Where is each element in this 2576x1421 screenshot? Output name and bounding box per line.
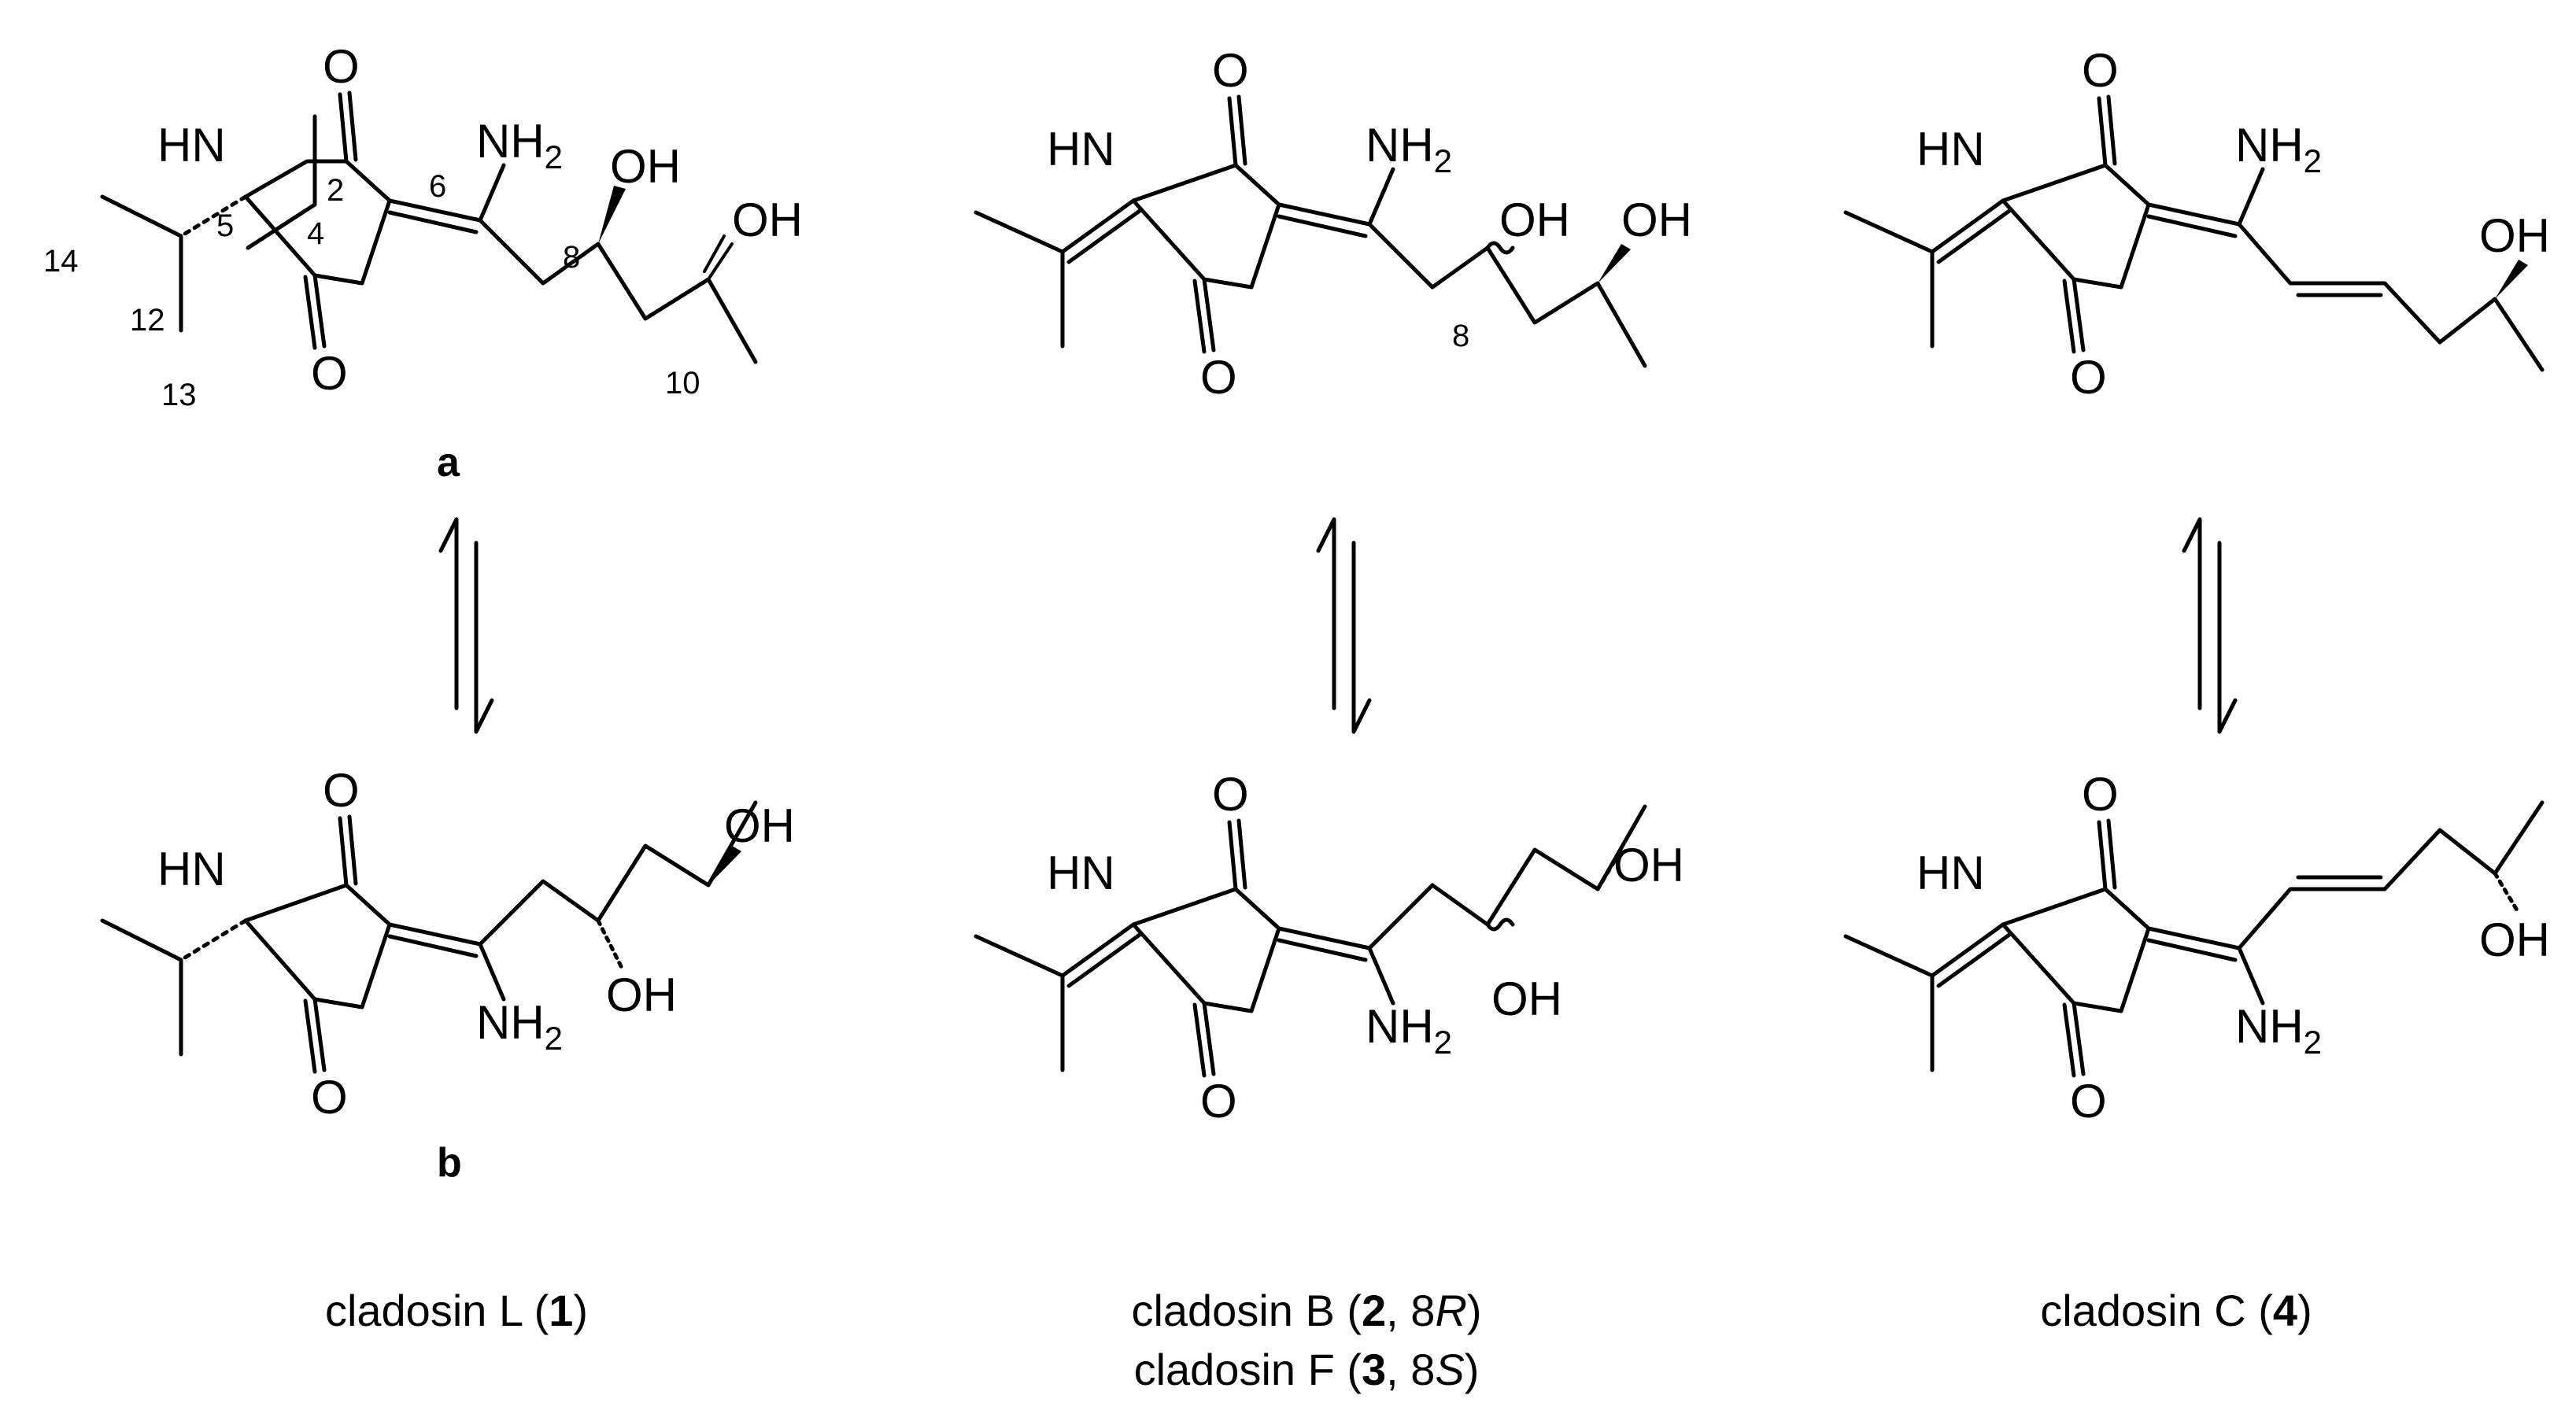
atom-nh2-2b: NH2: [1366, 1000, 1452, 1061]
num-4: 4: [307, 216, 324, 251]
structure-1b: HN O O NH2 OH OH b: [100, 764, 795, 1186]
atom-oh-c10-2a: OH: [1621, 194, 1692, 246]
caption-cladosin-c: cladosin C (4): [2040, 1286, 2312, 1335]
num-13: 13: [161, 378, 197, 412]
structure-4b: HN O O NH2 OH: [1843, 768, 2550, 1128]
num-6: 6: [429, 169, 446, 204]
atom-oh-c10-4b: OH: [2479, 914, 2550, 966]
atom-nh2-1a: NH2: [476, 115, 563, 175]
atom-hn-2b: HN: [1047, 847, 1115, 899]
state-label-b: b: [437, 1140, 462, 1186]
num-8: 8: [563, 240, 580, 275]
atom-oh-c10-4a: OH: [2479, 209, 2550, 262]
structure-4a: HN O O NH2 OH: [1843, 44, 2550, 404]
structure-1a: HN O O NH2 OH OH 14 12 13 5 2 4 6 8 10 a: [43, 40, 803, 485]
caption-cladosin-l: cladosin L (1): [325, 1286, 588, 1335]
atom-oh-c10-2b: OH: [1613, 839, 1684, 891]
caption-cladosin-f: cladosin F (3, 8S): [1134, 1345, 1480, 1394]
atom-o-c2-2a: O: [1212, 44, 1249, 97]
state-label-a: a: [437, 440, 460, 485]
captions: cladosin L (1) cladosin B (2, 8R) clados…: [325, 1286, 2312, 1394]
atom-nh2-2a: NH2: [1366, 119, 1452, 179]
atom-o-c2-4a: O: [2082, 44, 2119, 97]
num-10: 10: [665, 366, 700, 400]
atom-hn-2a: HN: [1047, 123, 1115, 175]
num-5: 5: [216, 209, 234, 243]
atom-hn-1b: HN: [157, 843, 226, 895]
atom-o-c2-1a: O: [323, 40, 360, 93]
structure-2-3b: HN O O NH2 OH OH: [974, 768, 1684, 1128]
atom-o-c2-1b: O: [323, 764, 360, 817]
atom-hn-4b: HN: [1916, 847, 1985, 899]
atom-o-c4-2a: O: [1200, 351, 1237, 404]
atom-o-c4-1a: O: [311, 347, 348, 400]
atom-oh-c8-1a: OH: [610, 140, 681, 193]
atom-o-c4-4b: O: [2070, 1075, 2107, 1128]
equilibrium-arrow-2: [1316, 517, 1372, 734]
num-2: 2: [327, 173, 344, 208]
atom-oh-c10-1b: OH: [724, 799, 795, 852]
atom-oh-c10-1a: OH: [732, 194, 803, 246]
structure-2-3a: HN O O NH2 OH OH 8: [974, 44, 1692, 404]
atom-o-c4-4a: O: [2070, 351, 2107, 404]
atom-hn-4a: HN: [1916, 123, 1985, 175]
equilibrium-arrows-icon: [438, 517, 2238, 734]
atom-nh2-1b: NH2: [476, 996, 563, 1057]
equilibrium-arrow-3: [2182, 517, 2238, 734]
caption-cladosin-b: cladosin B (2, 8R): [1131, 1286, 1481, 1335]
num-12: 12: [130, 303, 165, 338]
atom-nh2-4b: NH2: [2235, 1000, 2322, 1061]
atom-o-c4-2b: O: [1200, 1075, 1237, 1128]
atom-o-c4-1b: O: [311, 1071, 348, 1124]
atom-nh2-4a: NH2: [2235, 119, 2322, 179]
atom-oh-c8-1b: OH: [606, 969, 677, 1021]
atom-o-c2-4b: O: [2082, 768, 2119, 821]
atom-hn-1a: HN: [157, 119, 226, 172]
atom-oh-c8-2b: OH: [1491, 973, 1562, 1025]
num-8-2a: 8: [1452, 319, 1469, 353]
atom-oh-c8-2a: OH: [1499, 194, 1570, 246]
equilibrium-arrow-1: [438, 517, 494, 734]
atom-o-c2-2b: O: [1212, 768, 1249, 821]
num-14: 14: [43, 244, 79, 279]
